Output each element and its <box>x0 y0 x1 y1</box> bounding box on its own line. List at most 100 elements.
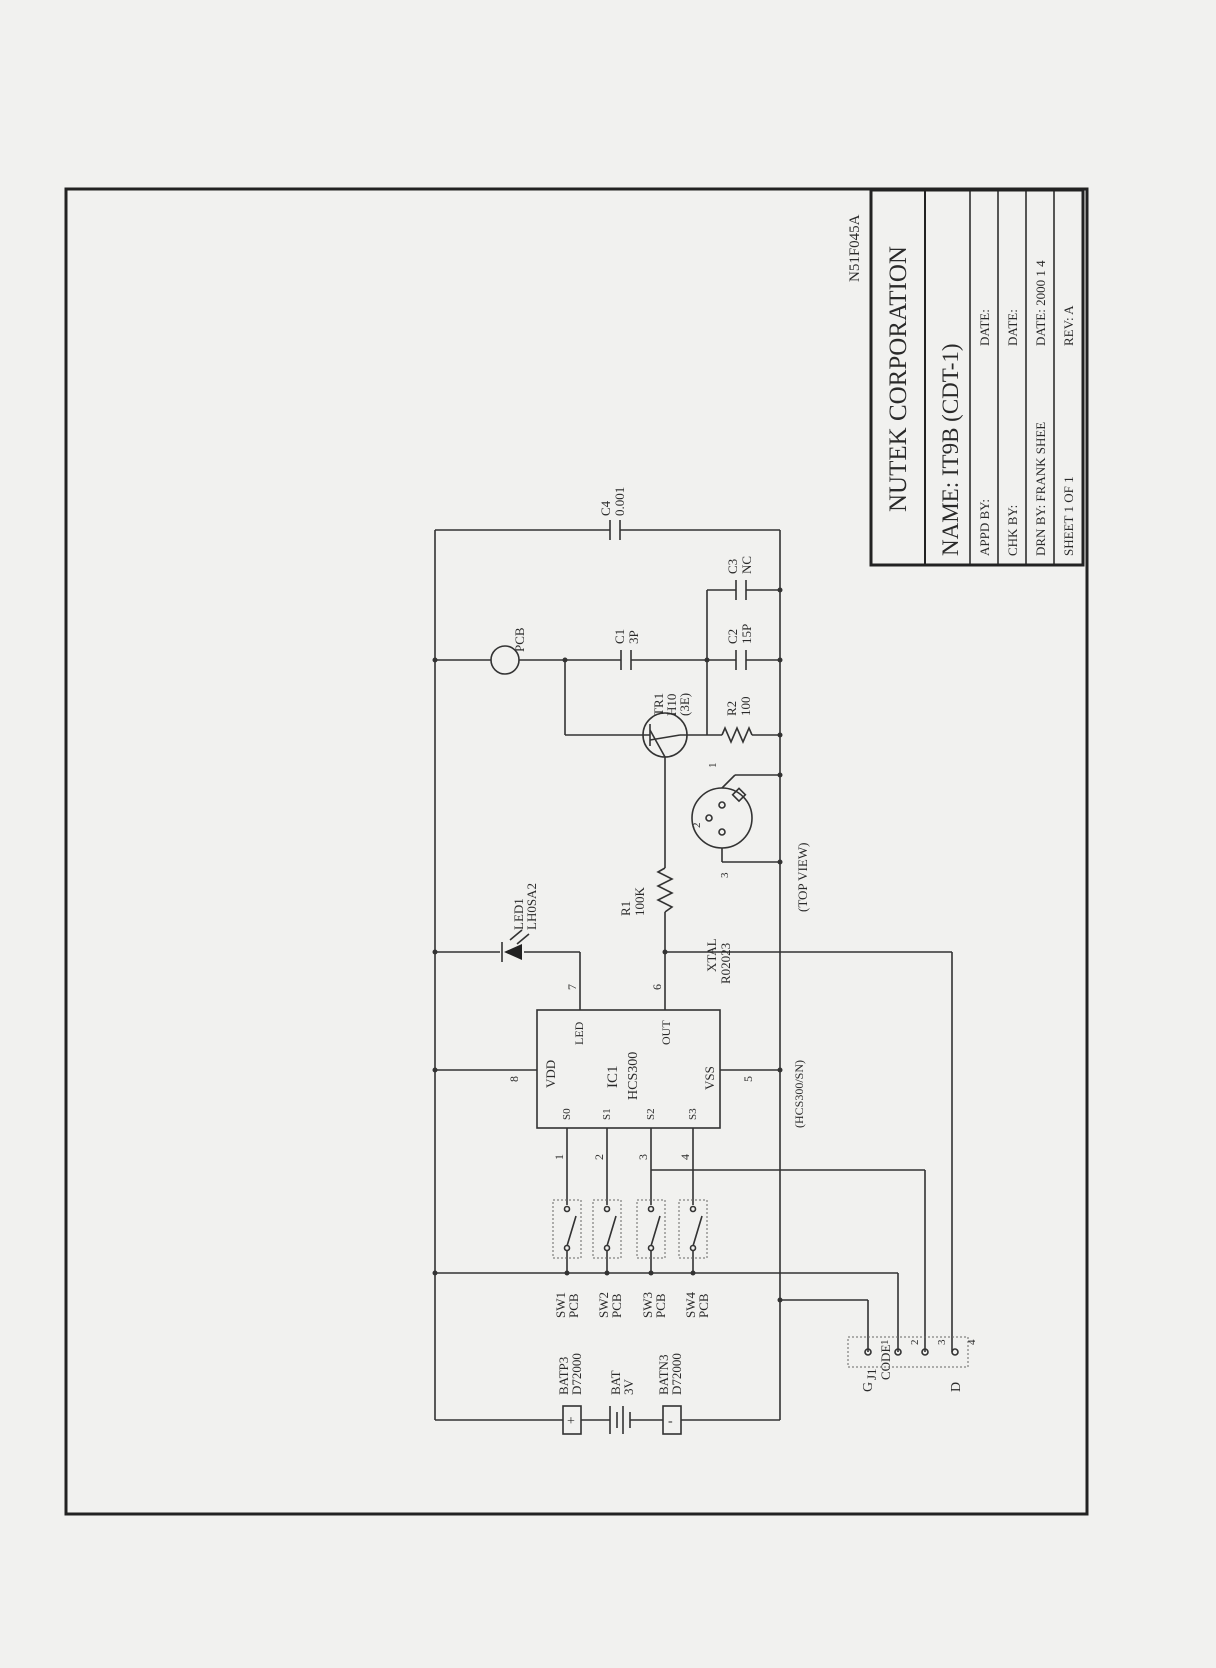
c4-value: 0.001 <box>612 487 627 516</box>
led1-ref: LED1 <box>511 898 526 930</box>
ic-led: LED <box>572 1021 586 1045</box>
sw1-value: PCB <box>566 1293 581 1318</box>
j1-pin2: 2 <box>909 1340 921 1346</box>
drawing-name: NAME: IT9B (CDT-1) <box>938 343 963 556</box>
j1-value: CODE <box>878 1345 893 1380</box>
r2-value: 100 <box>738 697 753 717</box>
connector-j1: 1 2 3 4 J1 CODE G D <box>847 1336 978 1392</box>
ic-pin8: 8 <box>507 1076 521 1082</box>
xtal-value: R02023 <box>718 943 733 984</box>
ic-ref: IC1 <box>605 1066 621 1089</box>
ic-s3: S3 <box>687 1108 699 1120</box>
ic-s1: S1 <box>601 1108 613 1120</box>
batp3-ref: BATP3 <box>556 1357 571 1395</box>
sw4-ref: SW4 <box>683 1292 698 1319</box>
sheet-number: SHEET 1 OF 1 <box>1061 476 1076 556</box>
switch-sw1: SW1 PCB <box>552 1199 582 1318</box>
drawing-number: N51F045A <box>847 214 863 282</box>
j1-pin4: 4 <box>966 1339 978 1345</box>
sw2-ref: SW2 <box>596 1292 611 1318</box>
capacitor-c1: C1 3P <box>612 629 641 670</box>
capacitor-c3: C3 NC <box>725 556 754 600</box>
sw2-value: PCB <box>609 1293 624 1318</box>
battery: + BATP3 D72000 BAT 3V - BATN3 D72000 <box>556 1353 684 1435</box>
ic-vss: VSS <box>702 1066 717 1090</box>
switches: SW1 PCB SW2 PCB SW3 PCB SW4 PCB <box>552 1199 711 1319</box>
capacitor-c4: C4 0.001 <box>598 487 627 540</box>
resistor-r1: R1 100K <box>618 867 674 917</box>
switch-sw3: SW3 PCB <box>636 1199 668 1318</box>
ic-pin7: 7 <box>565 984 579 990</box>
sheet-border <box>64 187 1089 1516</box>
revision: REV: A <box>1061 305 1076 346</box>
c1-value: 3P <box>626 630 641 644</box>
xtal-pin3: 3 <box>719 872 731 878</box>
batn3-sign: - <box>668 1414 673 1429</box>
c3-ref: C3 <box>725 559 740 574</box>
ic-pin2: 2 <box>592 1154 606 1160</box>
led1-value: LH0SA2 <box>524 883 539 930</box>
title-block: N51F045A NUTEK CORPORATION NAME: IT9B (C… <box>847 188 1085 567</box>
bat-value: 3V <box>621 1379 636 1396</box>
ic-pin5: 5 <box>741 1076 755 1082</box>
company-name: NUTEK CORPORATION <box>885 246 912 512</box>
ic-s2: S2 <box>645 1108 657 1120</box>
batn3-value: D72000 <box>669 1353 684 1395</box>
ic-s0: S0 <box>561 1108 573 1120</box>
pcb-antenna: PCB <box>490 627 527 675</box>
c4-ref: C4 <box>598 500 613 516</box>
xtal-pin2: 2 <box>691 823 703 829</box>
xtal-note: (TOP VIEW) <box>795 843 810 912</box>
chk-by: CHK BY: <box>1005 505 1020 556</box>
wires <box>434 529 953 1421</box>
tr1-extra: (3E) <box>677 693 692 716</box>
c2-ref: C2 <box>725 629 740 644</box>
capacitor-c2: C2 15P <box>725 624 754 670</box>
ic-value: HCS300 <box>626 1052 641 1100</box>
tr1-value: H10 <box>664 694 679 716</box>
batp3-value: D72000 <box>569 1353 584 1395</box>
c2-value: 15P <box>739 624 754 644</box>
switch-sw4: SW4 PCB <box>678 1199 711 1319</box>
sw3-ref: SW3 <box>640 1292 655 1318</box>
ic-hcs300: VDD LED OUT IC1 HCS300 VSS S0 S1 S2 S3 7… <box>507 984 806 1160</box>
r2-ref: R2 <box>724 701 739 716</box>
batp3-sign: + <box>567 1414 575 1429</box>
sw4-value: PCB <box>696 1293 711 1318</box>
ic-pin1: 1 <box>552 1154 566 1160</box>
j1-pin3: 3 <box>936 1339 948 1345</box>
appd-by: APPD BY: <box>977 499 992 556</box>
transistor-tr1: TR1 H10 (3E) <box>642 693 692 758</box>
tr1-ref: TR1 <box>651 693 666 716</box>
j1-pin1: 1 <box>879 1340 891 1346</box>
junction-dots <box>432 587 783 1303</box>
j1-g: G <box>861 1382 876 1392</box>
drn-date: DATE: 2000 1 4 <box>1033 260 1048 346</box>
bat-ref: BAT <box>608 1370 623 1395</box>
ic-out: OUT <box>659 1020 673 1045</box>
ic-pin6: 6 <box>650 984 664 990</box>
ic-vdd: VDD <box>543 1060 558 1088</box>
switch-sw2: SW2 PCB <box>592 1199 624 1318</box>
j1-ref: J1 <box>864 1368 879 1380</box>
batn3-ref: BATN3 <box>656 1355 671 1395</box>
appd-date: DATE: <box>977 309 992 346</box>
led-led1: LED1 LH0SA2 <box>501 883 539 962</box>
sw1-ref: SW1 <box>553 1292 568 1318</box>
j1-d: D <box>949 1382 964 1392</box>
pcb-label: PCB <box>512 627 527 652</box>
drn-by: DRN BY: FRANK SHEE <box>1033 422 1048 556</box>
c3-value: NC <box>739 556 754 574</box>
r1-value: 100K <box>632 887 647 917</box>
xtal-ref: XTAL <box>704 938 719 972</box>
chk-date: DATE: <box>1005 309 1020 346</box>
c1-ref: C1 <box>612 629 627 644</box>
xtal-pin1: 1 <box>707 763 719 769</box>
sw3-value: PCB <box>653 1293 668 1318</box>
ic-pin3: 3 <box>636 1154 650 1160</box>
resistor-r2: R2 100 <box>721 697 753 745</box>
ic-pin4: 4 <box>678 1154 692 1160</box>
r1-ref: R1 <box>618 901 633 916</box>
ic-note: (HCS300/SN) <box>792 1060 806 1128</box>
